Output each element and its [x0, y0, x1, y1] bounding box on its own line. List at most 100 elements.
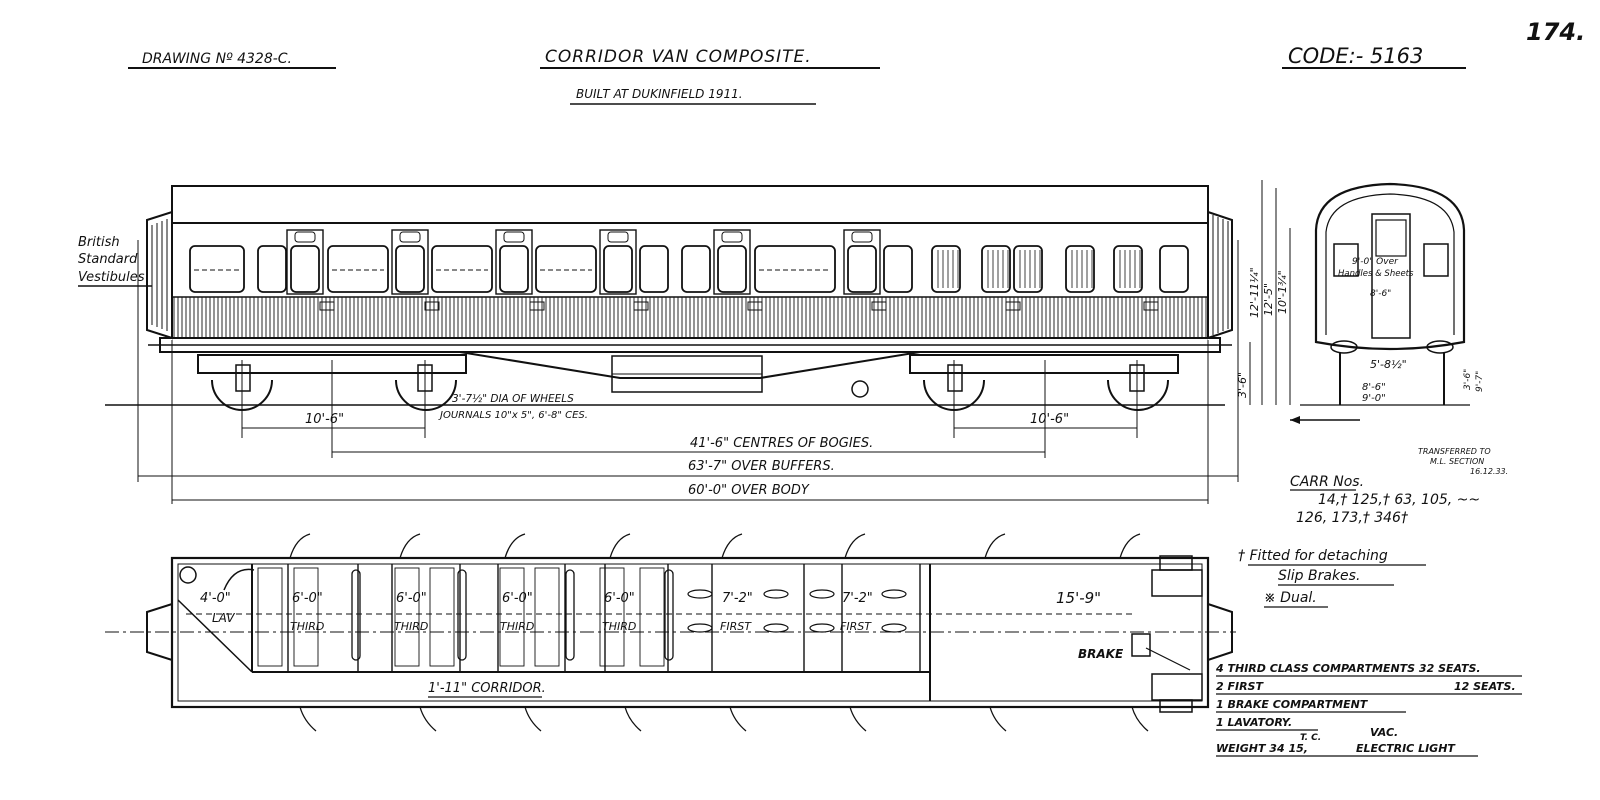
door-handle — [319, 301, 335, 311]
elevation-windows — [189, 229, 1189, 311]
end-side-dim-2: 9'-7" — [1475, 371, 1485, 392]
armrest — [881, 589, 907, 599]
door-panel — [599, 229, 637, 295]
window — [431, 245, 493, 293]
window — [639, 245, 669, 293]
drawing-subtitle: BUILT AT DUKINFIELD 1911. — [576, 87, 743, 101]
door-droplight — [607, 231, 629, 243]
seat-cushion — [599, 567, 625, 667]
door-panel — [843, 229, 881, 295]
door-swing — [989, 706, 1007, 732]
seat-cushion — [429, 567, 455, 667]
armrest — [763, 589, 789, 599]
vestibule-note: British Standard Vestibules — [78, 235, 152, 287]
compartment-class-label: THIRD — [602, 620, 636, 633]
end-height-roof: 12'-5" — [1262, 283, 1275, 316]
compartment-class-label: FIRST — [720, 620, 752, 633]
armrest — [809, 623, 835, 633]
end-height-overall: 12'-11¼" — [1248, 267, 1261, 318]
corridor-width: 1'-11" CORRIDOR. — [428, 681, 546, 696]
seat-back — [664, 569, 674, 661]
accommodation-item: 4 THIRD CLASS COMPARTMENTS 32 SEATS. — [1215, 662, 1481, 675]
compartment-class-label: THIRD — [290, 620, 324, 633]
transfer-note-line-2: M.L. SECTION — [1430, 457, 1484, 466]
plan-compartments — [257, 564, 921, 672]
end-width-b: 9'-0" — [1362, 393, 1386, 404]
code-number: CODE:- 5163 — [1288, 44, 1423, 68]
door-swing — [1131, 706, 1149, 732]
door-handle — [633, 301, 649, 311]
door-handle — [747, 301, 763, 311]
brake-compartment-label: BRAKE — [1078, 647, 1124, 661]
accommodation-item-seats: 12 SEATS. — [1454, 680, 1516, 693]
end-interior-note-3: 8'-6" — [1370, 289, 1391, 299]
door-swing — [504, 533, 526, 559]
window — [681, 245, 711, 293]
compartment-width: 7'-2" — [842, 591, 873, 606]
accommodation-item: 1 BRAKE COMPARTMENT — [1216, 698, 1369, 711]
door-handle — [1143, 301, 1159, 311]
seat-back — [351, 569, 361, 661]
accommodation-item: 1 LAVATORY. — [1216, 716, 1292, 729]
bogie-wheelbase-left: 10'-6" — [305, 412, 344, 427]
armrest — [687, 623, 713, 633]
door-droplight — [399, 231, 421, 243]
seat-back — [457, 569, 467, 661]
window — [1013, 245, 1043, 293]
door-handle — [424, 301, 440, 311]
dimension-lines — [137, 240, 1239, 504]
end-height-body: 10'-1¾" — [1276, 270, 1289, 314]
journals-note: JOURNALS 10"x 5", 6'-8" CES. — [438, 410, 588, 421]
carriage-numbers-title: CARR Nos. — [1290, 474, 1364, 490]
bogie-gauge: 5'-8½" — [1370, 358, 1407, 371]
accommodation-list: 4 THIRD CLASS COMPARTMENTS 32 SEATS. 2 F… — [1215, 662, 1522, 757]
armrest — [763, 623, 789, 633]
door-panel — [286, 229, 324, 295]
window — [395, 245, 425, 293]
compartment-class-label: THIRD — [500, 620, 534, 633]
door-swing — [609, 533, 631, 559]
slip-brake-note-2: Slip Brakes. — [1278, 568, 1360, 584]
door-handle — [529, 301, 545, 311]
armrest — [809, 589, 835, 599]
vestibule-note-line-1: British — [78, 235, 120, 250]
door-swing — [849, 706, 867, 732]
bogie-wheelbase-right: 10'-6" — [1030, 412, 1069, 427]
armrest — [687, 589, 713, 599]
door-swing — [729, 706, 747, 732]
weight-units: T. C. — [1300, 733, 1321, 743]
vestibule-note-line-3: Vestibules — [78, 270, 145, 285]
window — [1113, 245, 1143, 293]
seat-cushion — [394, 567, 420, 667]
window — [931, 245, 961, 293]
door-swing — [419, 706, 437, 732]
brake-type: VAC. — [1370, 726, 1398, 739]
door-swing — [299, 706, 317, 732]
lavatory-width: 4'-0" — [200, 591, 231, 606]
door-droplight — [721, 231, 743, 243]
over-body-dimension: 60'-0" OVER BODY — [688, 483, 810, 498]
door-swing — [721, 533, 743, 559]
seat-cushion — [293, 567, 319, 667]
end-view: 12'-11¼" 12'-5" 10'-1¾" 3'-6" 5'-8½" 8'-… — [1236, 180, 1485, 424]
dual-note: ※ Dual. — [1264, 590, 1317, 606]
door-swing — [984, 533, 1006, 559]
drawing-number: DRAWING Nº 4328-C. — [142, 51, 292, 67]
window — [754, 245, 836, 293]
window — [535, 245, 597, 293]
door-swing — [624, 706, 642, 732]
compartment-width: 6'-0" — [502, 591, 533, 606]
window — [981, 245, 1011, 293]
accommodation-item: 2 FIRST — [1216, 680, 1264, 693]
vestibule-note-line-2: Standard — [78, 252, 138, 267]
compartment-class-label: THIRD — [394, 620, 428, 633]
lavatory-label: LAV — [212, 611, 235, 625]
door-swing — [399, 533, 421, 559]
window — [290, 245, 320, 293]
lighting: ELECTRIC LIGHT — [1356, 742, 1456, 755]
carriage-numbers: CARR Nos. 14,† 125,† 63, 105, ~~ 126, 17… — [1290, 474, 1480, 526]
slip-brake-note-1: † Fitted for detaching — [1238, 548, 1388, 564]
compartment-width: 7'-2" — [722, 591, 753, 606]
end-interior-note-1: 9'-0" Over — [1352, 257, 1399, 267]
